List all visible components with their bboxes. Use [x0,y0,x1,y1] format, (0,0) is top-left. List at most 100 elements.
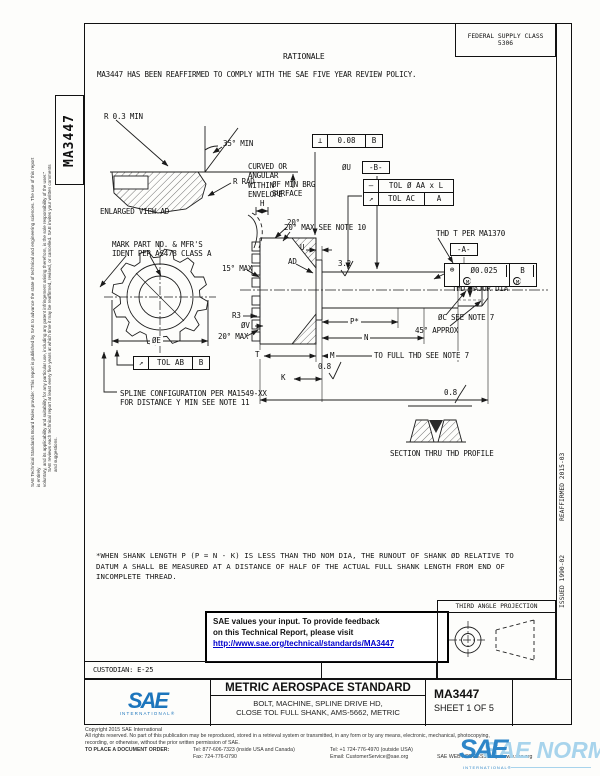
label-enlarged-view: ENLARGED VIEW AD [100,207,170,216]
label-15deg-max: 15° MAX [222,264,253,273]
feedback-line2: on this Technical Report, please visit [213,628,354,637]
revision-history-strip: ISSUED 1990-02 REAFFIRMED 2015-03 [559,368,566,608]
label-h-dim: H [260,199,265,208]
datum-a-flag: -A- [450,243,478,256]
runout-tolerance: TOL AB [149,357,193,369]
tol-aa-text: TOL Ø AA x L [388,181,444,190]
title-block-doc-number: MA3447 [434,687,480,701]
watermark-rule [511,767,591,768]
position-tolerance-value: Ø0.025 [462,265,507,277]
doc-number-cell: MA3447 SHEET 1 OF 5 [426,680,513,726]
footer-rights-line2: recording, or otherwise, without the pri… [85,739,240,746]
footer-rights-line1: All rights reserved. No part of this pub… [85,733,490,740]
label-ad-ref: AD [288,257,297,266]
label-spline-note: SPLINE CONFIGURATION PER MA1549-XX FOR D… [120,389,267,408]
custodian-cell-divider [321,662,322,680]
mmc-modifier-icon: M [463,276,471,286]
footer-web-address: SAE WEB ADDRESS: http://www.sae.org [437,754,533,761]
datum-b-flag: -B- [362,161,390,174]
label-n-dim: N [362,333,371,343]
sae-logo-subtext: INTERNATIONAL® [119,710,176,716]
label-brg-surface: ØF MIN BRG SURFACE [272,180,316,199]
federal-supply-class-box: FEDERAL SUPPLY CLASS 5306 [455,23,556,57]
third-angle-projection-title: THIRD ANGLE PROJECTION [438,601,555,613]
feedback-link[interactable]: http://www.sae.org/technical/standards/M… [213,639,395,648]
label-phi-c-note7: ØC SEE NOTE 7 [438,313,495,322]
sae-logo: SAE [127,687,169,713]
label-finish-08-section: 0.8 [444,388,457,397]
issued-date: ISSUED 1990-02 [559,554,566,608]
footer-order-label: TO PLACE A DOCUMENT ORDER: [85,747,170,754]
label-finish-32: 3.2 [338,259,351,268]
sidebar-disclaimer-line1: SAE Technical Standards Board Rules prov… [30,157,41,487]
datum-b-label: -B- [369,163,383,172]
label-phi-e: ØE [150,336,163,346]
label-radius-min: R 0.3 MIN [104,112,143,121]
runout-icon: ↗ [134,357,149,369]
label-angle-35-min: 35° MIN [223,139,254,148]
sidebar-disclaimer-line3: SAE reviews each technical report at lea… [47,164,58,472]
footer-tel-inside: Tel: 877-606-7323 (inside USA and Canada… [193,747,295,754]
tol-ac-datum: A [436,193,442,203]
label-t-dim: T [253,350,262,360]
right-strip-divider [556,23,557,679]
perpendicularity-icon: ⊥ [313,135,328,147]
label-20deg-max: 20° MAX [218,332,249,341]
label-45deg-approx: 45° APPROX [415,326,459,335]
doc-number-vertical: MA3447 [62,113,77,167]
shank-length-note: *WHEN SHANK LENGTH P (P = N - K) IS LESS… [96,551,552,583]
watermark-intl-text: INTERNATIONAL® [463,765,512,770]
label-phi-v: ØV [241,321,250,330]
sheet-number: SHEET 1 OF 5 [434,703,494,713]
custodian-row: CUSTODIAN: E-25 [84,661,437,680]
position-icon: ⊕ [445,264,460,286]
standard-title-line2: CLOSE TOL FULL SHANK, AMS-5662, METRIC [236,708,400,717]
standard-title-cell: METRIC AEROSPACE STANDARD BOLT, MACHINE,… [211,680,426,726]
title-block: SAE INTERNATIONAL® METRIC AEROSPACE STAN… [84,679,573,726]
standard-title-line1: BOLT, MACHINE, SPLINE DRIVE HD, [253,699,383,708]
third-angle-projection-box: THIRD ANGLE PROJECTION [437,600,556,679]
mmc-modifier-icon: M [513,276,521,286]
datum-a-label: -A- [457,245,471,254]
footer-fax: Fax: 724-776-0790 [193,754,237,761]
reaffirmed-date: REAFFIRMED 2015-03 [559,452,566,521]
label-envelope-20deg: 20° [287,218,300,227]
note-line2: DATUM A SHALL BE MEASURED AT A DISTANCE … [96,561,505,571]
tol-ac-text: TOL AC [379,192,425,205]
label-r3: R3 [232,311,241,320]
runout-datum: B [198,358,204,367]
fcf-perpendicularity: ⊥ 0.08 B [312,134,383,148]
feedback-box: SAE values your input. To provide feedba… [205,611,449,663]
note-line3: INCOMPLETE THREAD. [96,572,177,581]
label-k-dim: K [281,373,286,382]
label-finish-08-shank: 0.8 [318,362,331,371]
label-20deg-note10: 20° MAX SEE NOTE 10 [284,223,366,232]
perpendicularity-tolerance: 0.08 [328,135,366,147]
footer-email: Email: CustomerService@sae.org [330,754,409,761]
perpendicularity-datum: B [371,136,377,145]
straightness-icon: — [364,180,379,192]
label-thd-callout: THD T PER MA1370 [436,229,506,238]
doc-number-sidebar-box: MA3447 [55,95,84,185]
fcf-tolerance-frame: — TOL Ø AA x L ↗ TOL AC A [363,179,454,206]
sidebar-disclaimer-inner: SAE reviews each technical report at lea… [47,162,59,472]
label-envelope: CURVED OR ANGULAR WITHIN ENVELOPE [248,162,287,200]
label-marking-note: MARK PART NO. & MFR'S IDENT PER AS478 CL… [112,240,212,259]
federal-supply-class-value: 5306 [497,40,514,47]
label-r-rad: R RAD [233,177,255,186]
logo-cell: SAE INTERNATIONAL® [85,680,211,726]
fcf-runout-ab: ↗ TOL AB B [133,356,210,370]
label-to-full-thd: TO FULL THD SEE NOTE 7 [372,351,471,361]
footer-copyright: Copyright 2015 SAE International [85,727,162,733]
note-line1: *WHEN SHANK LENGTH P (P = N - K) IS LESS… [96,551,514,560]
label-phi-u: ØU [342,163,351,172]
position-datum-value: B [512,265,534,277]
revision-cell [513,680,573,726]
sidebar-disclaimer-outer: SAE Technical Standards Board Rules prov… [30,157,47,487]
label-m-dim: M [328,351,337,361]
runout-icon: ↗ [364,192,379,205]
